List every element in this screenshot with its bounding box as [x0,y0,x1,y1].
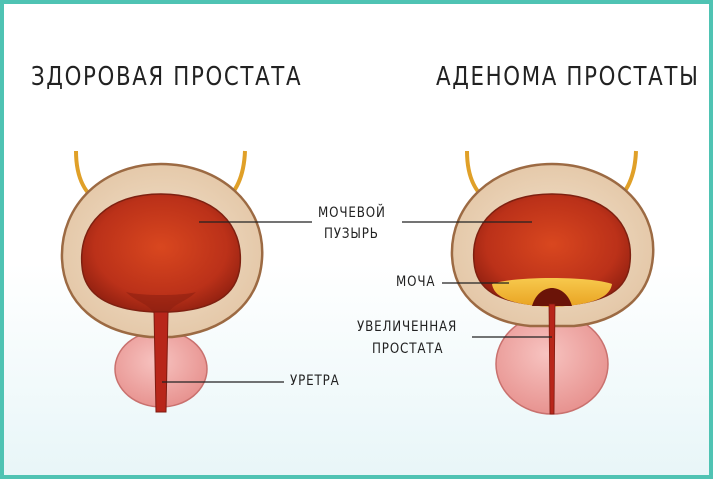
urine-label: МОЧА [396,274,436,290]
adenoma-prostate-title: АДЕНОМА ПРОСТАТЫ [436,62,700,92]
anatomy-illustration [60,150,655,415]
enlarged-prostate-label-line1: УВЕЛИЧЕННАЯ [357,319,458,335]
bladder-label-line2: ПУЗЫРЬ [324,226,379,242]
urethra-label: УРЕТРА [290,373,340,389]
healthy-urethra [153,311,169,413]
healthy-bladder-group [60,150,264,413]
adenoma-bladder-group [450,150,655,415]
healthy-bladder-cavity [80,193,242,313]
adenoma-urethra [548,303,556,415]
bladder-label-line1: МОЧЕВОЙ [318,205,386,221]
healthy-bladder-neck [126,292,196,314]
enlarged-prostate-label-line2: ПРОСТАТА [372,341,444,357]
adenoma-prostate-lobe [532,288,572,306]
healthy-prostate-title: ЗДОРОВАЯ ПРОСТАТА [31,62,303,92]
